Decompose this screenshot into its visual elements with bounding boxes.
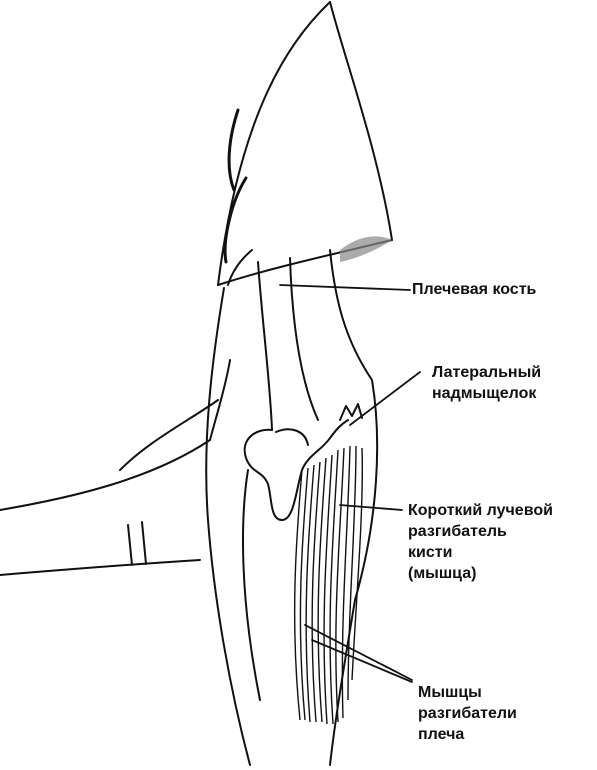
sleeve-shadow [340, 236, 392, 262]
wristband-right [142, 522, 146, 564]
leader-line-ecrb [340, 505, 402, 510]
olecranon-outline [276, 429, 308, 445]
label-lateral-epicondyle: Латеральный надмыщелок [432, 362, 541, 404]
leader-line-epicondyle [350, 372, 420, 425]
outstretched-arm-top [0, 360, 230, 510]
label-extensor-carpi-radialis-brevis: Короткий лучевой разгибатель кисти (мышц… [408, 500, 553, 584]
leader-line-extensors-2 [312, 640, 412, 682]
arm-fold [120, 400, 218, 470]
sleeve-outline [218, 2, 330, 285]
elbow-joint-outline [245, 420, 348, 520]
label-humerus: Плечевая кость [412, 279, 536, 300]
sleeve-edge [330, 2, 392, 240]
label-extensor-muscles: Мышцы разгибатели плеча [418, 682, 517, 745]
humerus-left-edge [258, 262, 272, 430]
forearm-left-edge [243, 470, 260, 700]
outstretched-arm-bottom [0, 560, 200, 575]
leader-line-extensors-1 [305, 625, 412, 680]
wristband-left [128, 525, 132, 565]
extensor-muscle-fibres [295, 446, 363, 724]
leader-line-humerus [280, 285, 410, 290]
humerus-right-edge [290, 258, 318, 420]
